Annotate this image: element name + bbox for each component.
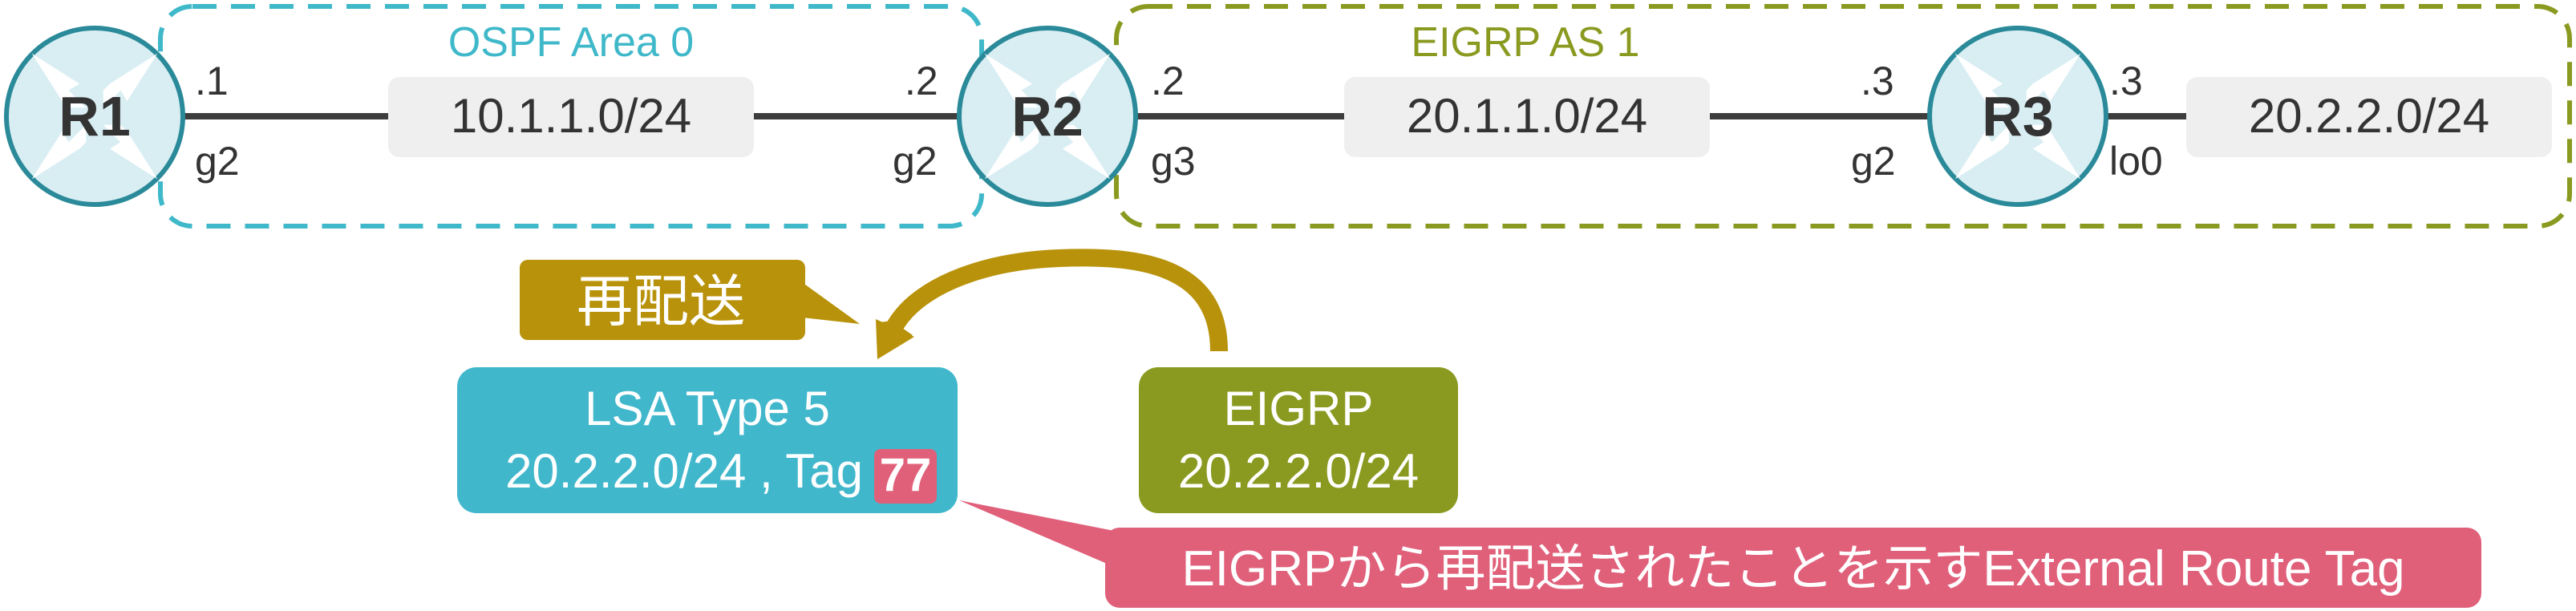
route-tag-badge [874, 449, 937, 504]
router-r1: R1 [4, 26, 185, 207]
redistribution-arrow [885, 249, 1228, 352]
interface-address: .2 [1151, 59, 1185, 103]
eigrp-route-box [1139, 367, 1458, 513]
router-label: R3 [1982, 85, 2053, 148]
callout-box [1105, 528, 2481, 608]
router-label: R1 [59, 85, 130, 148]
network-box-3 [2186, 77, 2552, 157]
ospf-area-label: OSPF Area 0 [448, 19, 694, 66]
network-box-2 [1344, 77, 1710, 157]
interface-address: .2 [905, 59, 938, 103]
network-label: 20.2.2.0/24 [2249, 89, 2489, 143]
interface-name: g2 [893, 139, 938, 184]
interface-name: g2 [1851, 139, 1896, 184]
router-r3: R3 [1927, 26, 2108, 207]
eigrp-box-route: 20.2.2.0/24 [1178, 444, 1419, 498]
lsa-box [457, 367, 958, 513]
eigrp-box-title: EIGRP [1224, 382, 1374, 435]
router-r2: R2 [957, 26, 1138, 207]
interface-name: g2 [195, 139, 240, 184]
interface-address: .3 [2109, 59, 2143, 103]
callout-text: EIGRPから再配送されたことを示すExternal Route Tag [1181, 541, 2404, 597]
interface-name: g3 [1151, 139, 1196, 184]
interface-address: .3 [1861, 59, 1894, 103]
router-label: R2 [1011, 85, 1083, 148]
redistribution-label-box [520, 260, 805, 340]
interface-address: .1 [195, 59, 229, 103]
network-label: 10.1.1.0/24 [451, 89, 691, 143]
interface-name: lo0 [2109, 139, 2163, 184]
lsa-box-route: 20.2.2.0/24 , Tag [505, 444, 863, 498]
eigrp-area-label: EIGRP AS 1 [1411, 19, 1639, 66]
redistribution-label: 再配送 [577, 270, 745, 333]
lsa-box-title: LSA Type 5 [585, 382, 830, 435]
network-box-1 [388, 77, 754, 157]
route-tag-value: 77 [880, 449, 932, 501]
network-label: 20.1.1.0/24 [1407, 89, 1647, 143]
